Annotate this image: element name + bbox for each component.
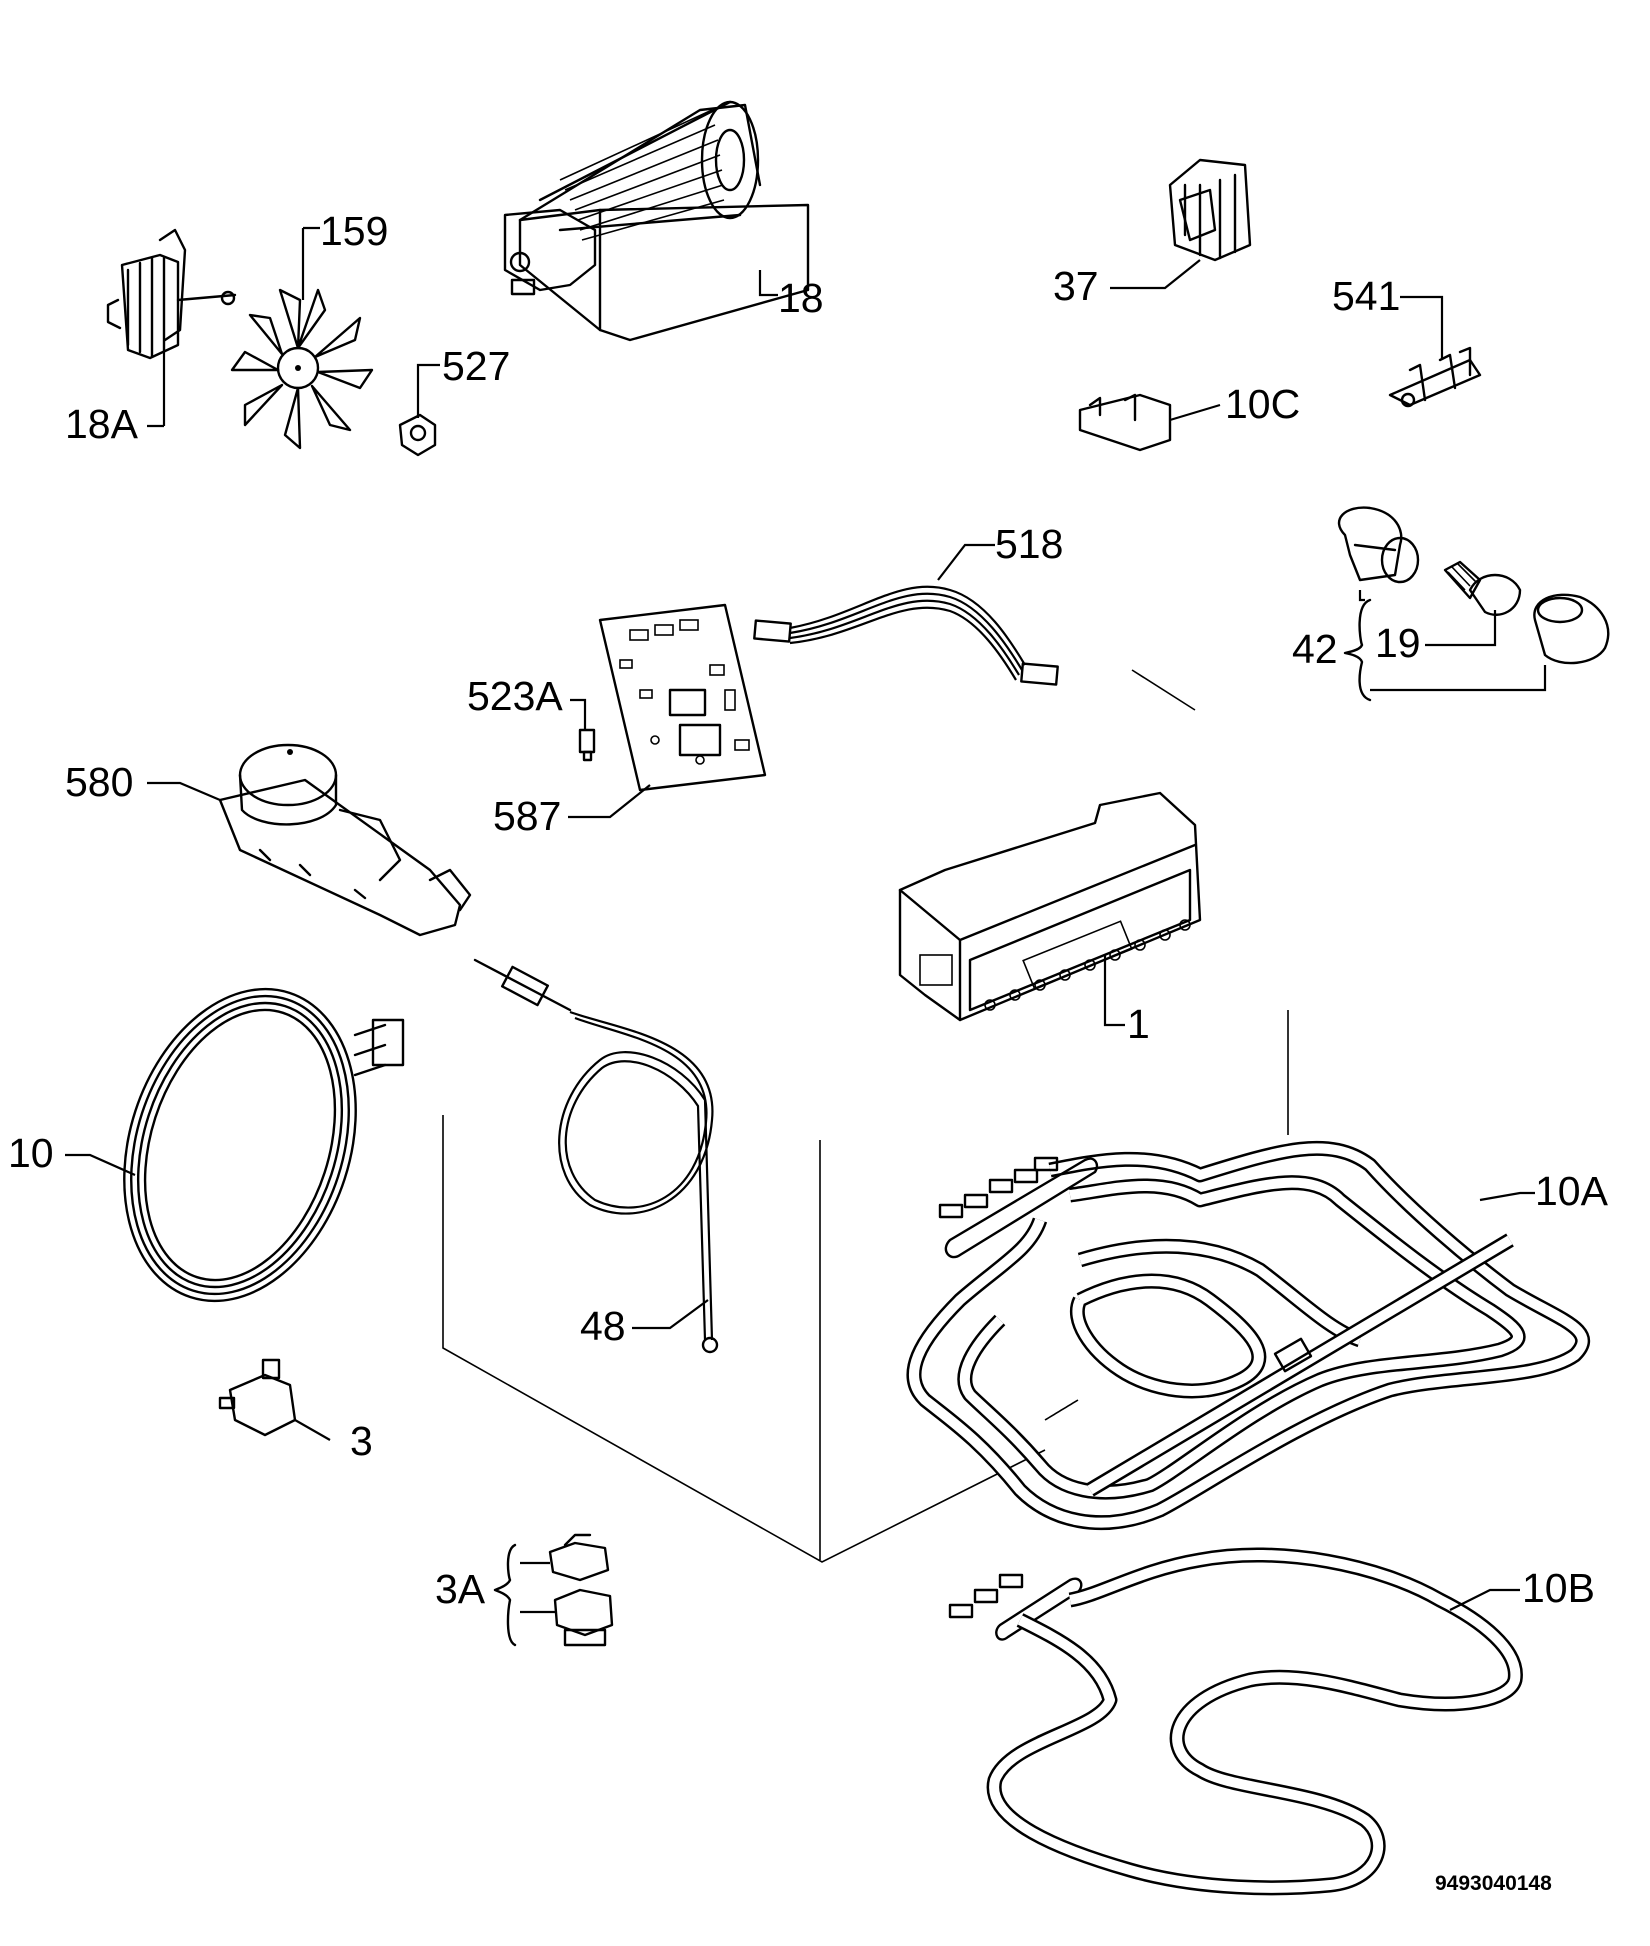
part-587-control-board[interactable]: [568, 603, 767, 819]
label-518: 518: [995, 521, 1063, 567]
label-18: 18: [778, 275, 824, 321]
part-10-ring-heating-element[interactable]: [65, 959, 405, 1331]
part-19-lamp-bulb[interactable]: [1425, 560, 1522, 647]
part-42-lamp-cover[interactable]: [1370, 593, 1610, 692]
lamp-group-brace: [1343, 598, 1372, 702]
label-10c: 10C: [1225, 381, 1300, 427]
label-3: 3: [350, 1418, 373, 1464]
label-19: 19: [1375, 620, 1421, 666]
label-10a: 10A: [1535, 1168, 1609, 1214]
part-541-connector[interactable]: [1388, 295, 1482, 408]
fan-drum-slats: [559, 109, 725, 241]
label-527: 527: [442, 343, 510, 389]
part-10a-grill-element[interactable]: [906, 1140, 1590, 1531]
part-42-lamp-assembly[interactable]: [1338, 506, 1420, 602]
part-518-wire-harness[interactable]: [753, 543, 1059, 686]
label-587: 587: [493, 793, 561, 839]
label-523a: 523A: [467, 673, 563, 719]
part-48-temperature-probe[interactable]: [473, 958, 719, 1354]
label-3a: 3A: [435, 1566, 486, 1612]
label-48: 48: [580, 1303, 626, 1349]
label-10b: 10B: [1522, 1565, 1595, 1611]
part-37-bracket[interactable]: [1110, 158, 1252, 290]
label-18a: 18A: [65, 401, 139, 447]
grill-element-terminals: [938, 1156, 1059, 1219]
part-3-thermal-cutout[interactable]: [218, 1358, 331, 1441]
part-1-control-panel[interactable]: [898, 791, 1202, 1027]
label-1: 1: [1127, 1001, 1150, 1047]
label-42: 42: [1292, 626, 1338, 672]
part-580-door-lock[interactable]: [147, 743, 472, 937]
part-18a-fan-motor[interactable]: [106, 228, 237, 428]
label-37: 37: [1053, 263, 1099, 309]
oven-cavity-outline: [442, 669, 1289, 1563]
part-10b-bottom-element[interactable]: [948, 1547, 1523, 1896]
label-580: 580: [65, 759, 133, 805]
label-159: 159: [320, 208, 388, 254]
part-18-tangential-fan[interactable]: [503, 100, 810, 342]
callout-labels: 159 18 18A 527 37 541 10C 518 42 19 523A…: [8, 208, 1609, 1612]
part-3a-safety-thermostat[interactable]: [493, 1533, 614, 1647]
document-number: 9493040148: [1435, 1872, 1552, 1895]
part-10c-mount[interactable]: [1078, 393, 1221, 452]
part-159-fan-wheel[interactable]: [230, 226, 374, 450]
control-panel-buttons: [984, 919, 1191, 1011]
part-523a-connector[interactable]: [570, 698, 596, 762]
part-527-nut[interactable]: [398, 363, 440, 457]
label-10: 10: [8, 1130, 54, 1176]
label-541: 541: [1332, 273, 1400, 319]
